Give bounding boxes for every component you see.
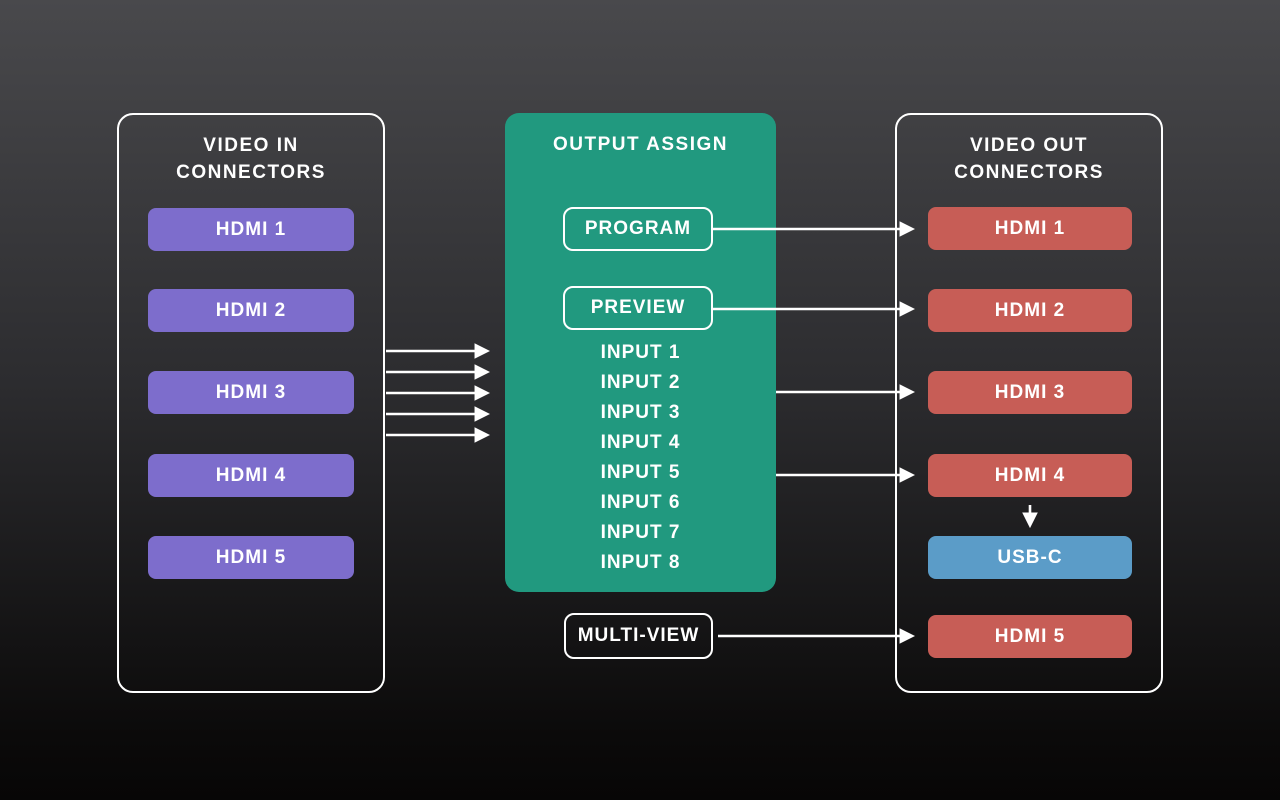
video-out-title: VIDEO OUT CONNECTORS [897, 132, 1161, 186]
input-1: INPUT 1 [600, 342, 681, 363]
video-out-hdmi-5: HDMI 5 [928, 615, 1132, 658]
input-list: INPUT 1 INPUT 2 INPUT 3 INPUT 4 INPUT 5 … [505, 338, 776, 578]
input-5: INPUT 5 [600, 462, 681, 483]
output-assign-title: OUTPUT ASSIGN [552, 134, 729, 155]
input-2: INPUT 2 [600, 372, 681, 393]
program-button: PROGRAM [563, 207, 713, 251]
input-3: INPUT 3 [600, 402, 681, 423]
video-out-hdmi-2: HDMI 2 [928, 289, 1132, 332]
video-in-hdmi-4: HDMI 4 [148, 454, 354, 497]
video-in-title: VIDEO IN CONNECTORS [119, 132, 383, 186]
input-7: INPUT 7 [600, 522, 681, 543]
video-in-hdmi-1: HDMI 1 [148, 208, 354, 251]
video-out-hdmi-3: HDMI 3 [928, 371, 1132, 414]
video-out-panel: VIDEO OUT CONNECTORS [895, 113, 1163, 693]
video-out-hdmi-1: HDMI 1 [928, 207, 1132, 250]
input-8: INPUT 8 [600, 552, 681, 573]
input-6: INPUT 6 [600, 492, 681, 513]
video-in-panel: VIDEO IN CONNECTORS [117, 113, 385, 693]
video-out-title-line2: CONNECTORS [954, 162, 1104, 183]
video-out-title-line1: VIDEO OUT [969, 135, 1088, 156]
multi-view-button: MULTI-VIEW [564, 613, 713, 659]
video-in-hdmi-3: HDMI 3 [148, 371, 354, 414]
video-out-hdmi-4: HDMI 4 [928, 454, 1132, 497]
input-4: INPUT 4 [600, 432, 681, 453]
video-out-usb-c: USB-C [928, 536, 1132, 579]
output-assign-panel: OUTPUT ASSIGN [505, 113, 776, 592]
video-in-title-line1: VIDEO IN [203, 135, 299, 156]
video-in-title-line2: CONNECTORS [176, 162, 326, 183]
preview-button: PREVIEW [563, 286, 713, 330]
video-in-hdmi-5: HDMI 5 [148, 536, 354, 579]
video-in-hdmi-2: HDMI 2 [148, 289, 354, 332]
